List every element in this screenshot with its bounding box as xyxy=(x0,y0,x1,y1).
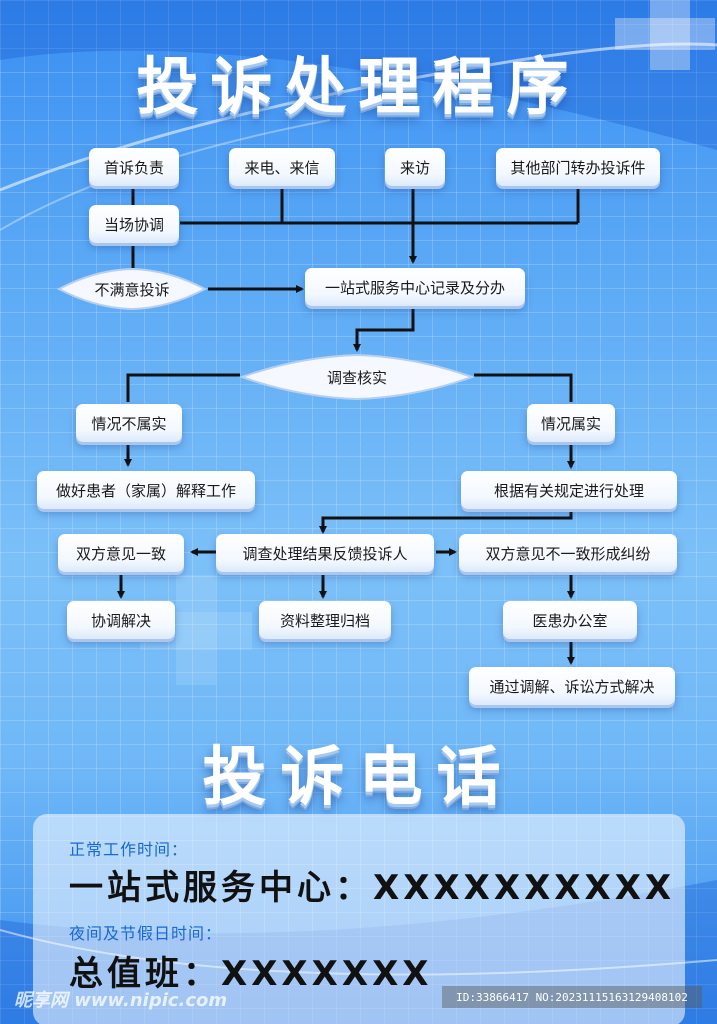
node-mediate: 通过调解、诉讼方式解决 xyxy=(469,667,675,705)
node-resolve: 协调解决 xyxy=(67,601,175,639)
node-transfer: 其他部门转办投诉件 xyxy=(496,148,660,186)
node-agree: 双方意见一致 xyxy=(58,534,184,572)
watermark-id: ID:33866417 NO:20231115163129408102 xyxy=(442,986,702,1008)
night-hours-label: 夜间及节假日时间： xyxy=(69,924,223,943)
node-unsatisfied: 不满意投诉 xyxy=(55,266,209,312)
node-onsite: 当场协调 xyxy=(89,205,179,243)
service-center-phone: 一站式服务中心：XXXXXXXXXX xyxy=(69,868,676,908)
node-explain: 做好患者（家属）解释工作 xyxy=(37,471,255,509)
normal-hours-label: 正常工作时间： xyxy=(69,840,189,859)
diamond-shape xyxy=(56,267,208,311)
node-not-true: 情况不属实 xyxy=(76,404,182,442)
cross-decoration xyxy=(650,0,690,70)
node-office: 医患办公室 xyxy=(503,601,637,639)
diamond-shape xyxy=(239,353,475,401)
duty-phone: 总值班：XXXXXXX xyxy=(69,954,433,994)
node-visit: 来访 xyxy=(385,148,445,186)
node-investigate: 调查核实 xyxy=(238,352,476,402)
node-archive: 资料整理归档 xyxy=(259,601,391,639)
watermark-site: 昵享网 www.nipic.com xyxy=(14,990,228,1011)
diamond-label: 不满意投诉 xyxy=(94,280,170,299)
cross-decoration xyxy=(615,18,715,50)
cross-decoration xyxy=(176,575,216,685)
hotline-panel: 正常工作时间： 一站式服务中心：XXXXXXXXXX 夜间及节假日时间： 总值班… xyxy=(33,814,685,1024)
node-one-stop: 一站式服务中心记录及分办 xyxy=(305,268,525,306)
page-title: 投诉处理程序 xyxy=(136,50,581,123)
diamond-label: 调查核实 xyxy=(326,368,387,387)
node-feedback: 调查处理结果反馈投诉人 xyxy=(216,534,434,572)
node-disagree: 双方意见不一致形成纠纷 xyxy=(459,534,677,572)
hotline-title: 投诉电话 xyxy=(202,741,515,815)
node-handle: 根据有关规定进行处理 xyxy=(461,471,677,509)
node-true: 情况属实 xyxy=(527,404,615,442)
node-phone-letter: 来电、来信 xyxy=(229,148,335,186)
node-first-contact: 首诉负责 xyxy=(89,148,179,186)
